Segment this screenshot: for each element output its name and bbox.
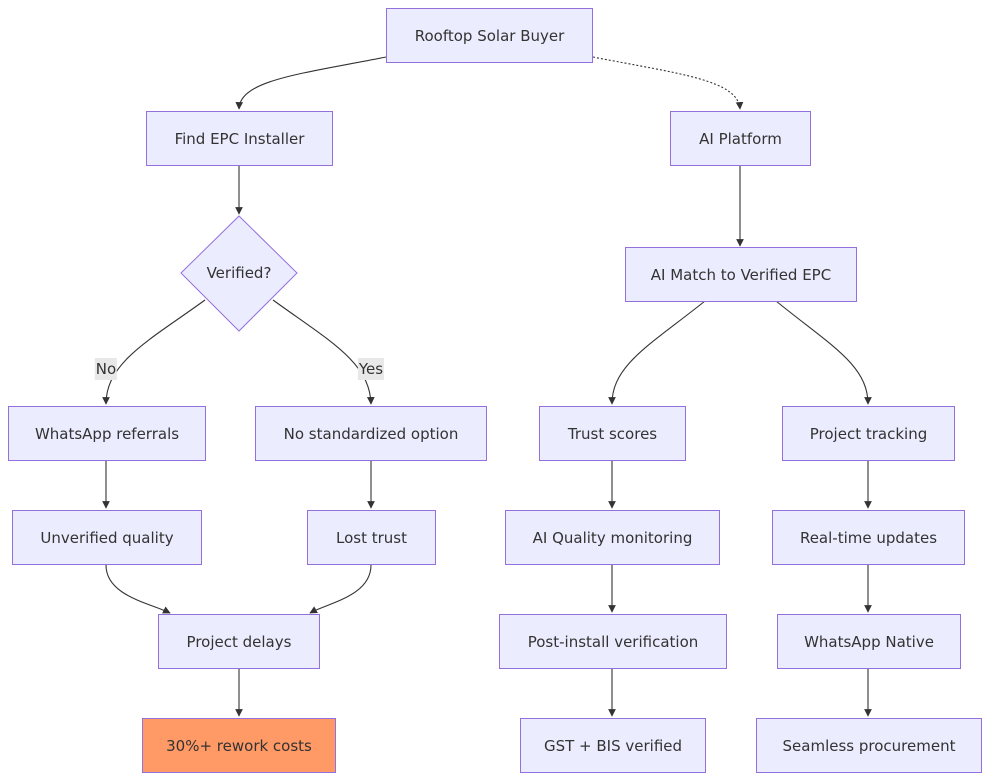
edge-buyer-to-find-epc	[235, 56, 387, 110]
node-rework-costs: 30%+ rework costs	[142, 718, 336, 773]
node-post-install-verification: Post-install verification	[499, 614, 727, 669]
node-gst-bis-verified: GST + BIS verified	[520, 718, 706, 773]
edge-verified-yes	[272, 299, 375, 405]
edge-label-yes: Yes	[357, 358, 385, 380]
node-ai-match: AI Match to Verified EPC	[625, 247, 857, 302]
node-unverified-quality: Unverified quality	[12, 510, 202, 565]
node-whatsapp-native: WhatsApp Native	[777, 614, 961, 669]
edge-lost-to-delays	[309, 564, 372, 614]
edge-unverified-to-delays	[105, 564, 171, 614]
node-lost-trust: Lost trust	[307, 510, 436, 565]
node-no-standardized-option: No standardized option	[255, 406, 487, 461]
edge-ai-match-to-tracking	[775, 300, 872, 405]
node-real-time-updates: Real-time updates	[772, 510, 965, 565]
node-project-tracking: Project tracking	[782, 406, 955, 461]
edge-verified-no	[102, 299, 206, 405]
node-seamless-procurement: Seamless procurement	[756, 718, 982, 773]
node-project-delays: Project delays	[158, 614, 320, 669]
node-rooftop-solar-buyer: Rooftop Solar Buyer	[386, 8, 593, 63]
edge-buyer-to-ai-platform	[592, 56, 744, 110]
node-whatsapp-referrals: WhatsApp referrals	[8, 406, 206, 461]
node-find-epc-installer: Find EPC Installer	[146, 111, 333, 166]
node-ai-platform: AI Platform	[670, 111, 811, 166]
edge-label-no: No	[94, 358, 118, 380]
verified-diamond	[180, 215, 298, 332]
node-ai-quality-monitoring: AI Quality monitoring	[505, 510, 720, 565]
edge-ai-match-to-trust	[608, 300, 706, 405]
node-trust-scores: Trust scores	[539, 406, 686, 461]
node-verified-label: Verified?	[206, 264, 272, 282]
